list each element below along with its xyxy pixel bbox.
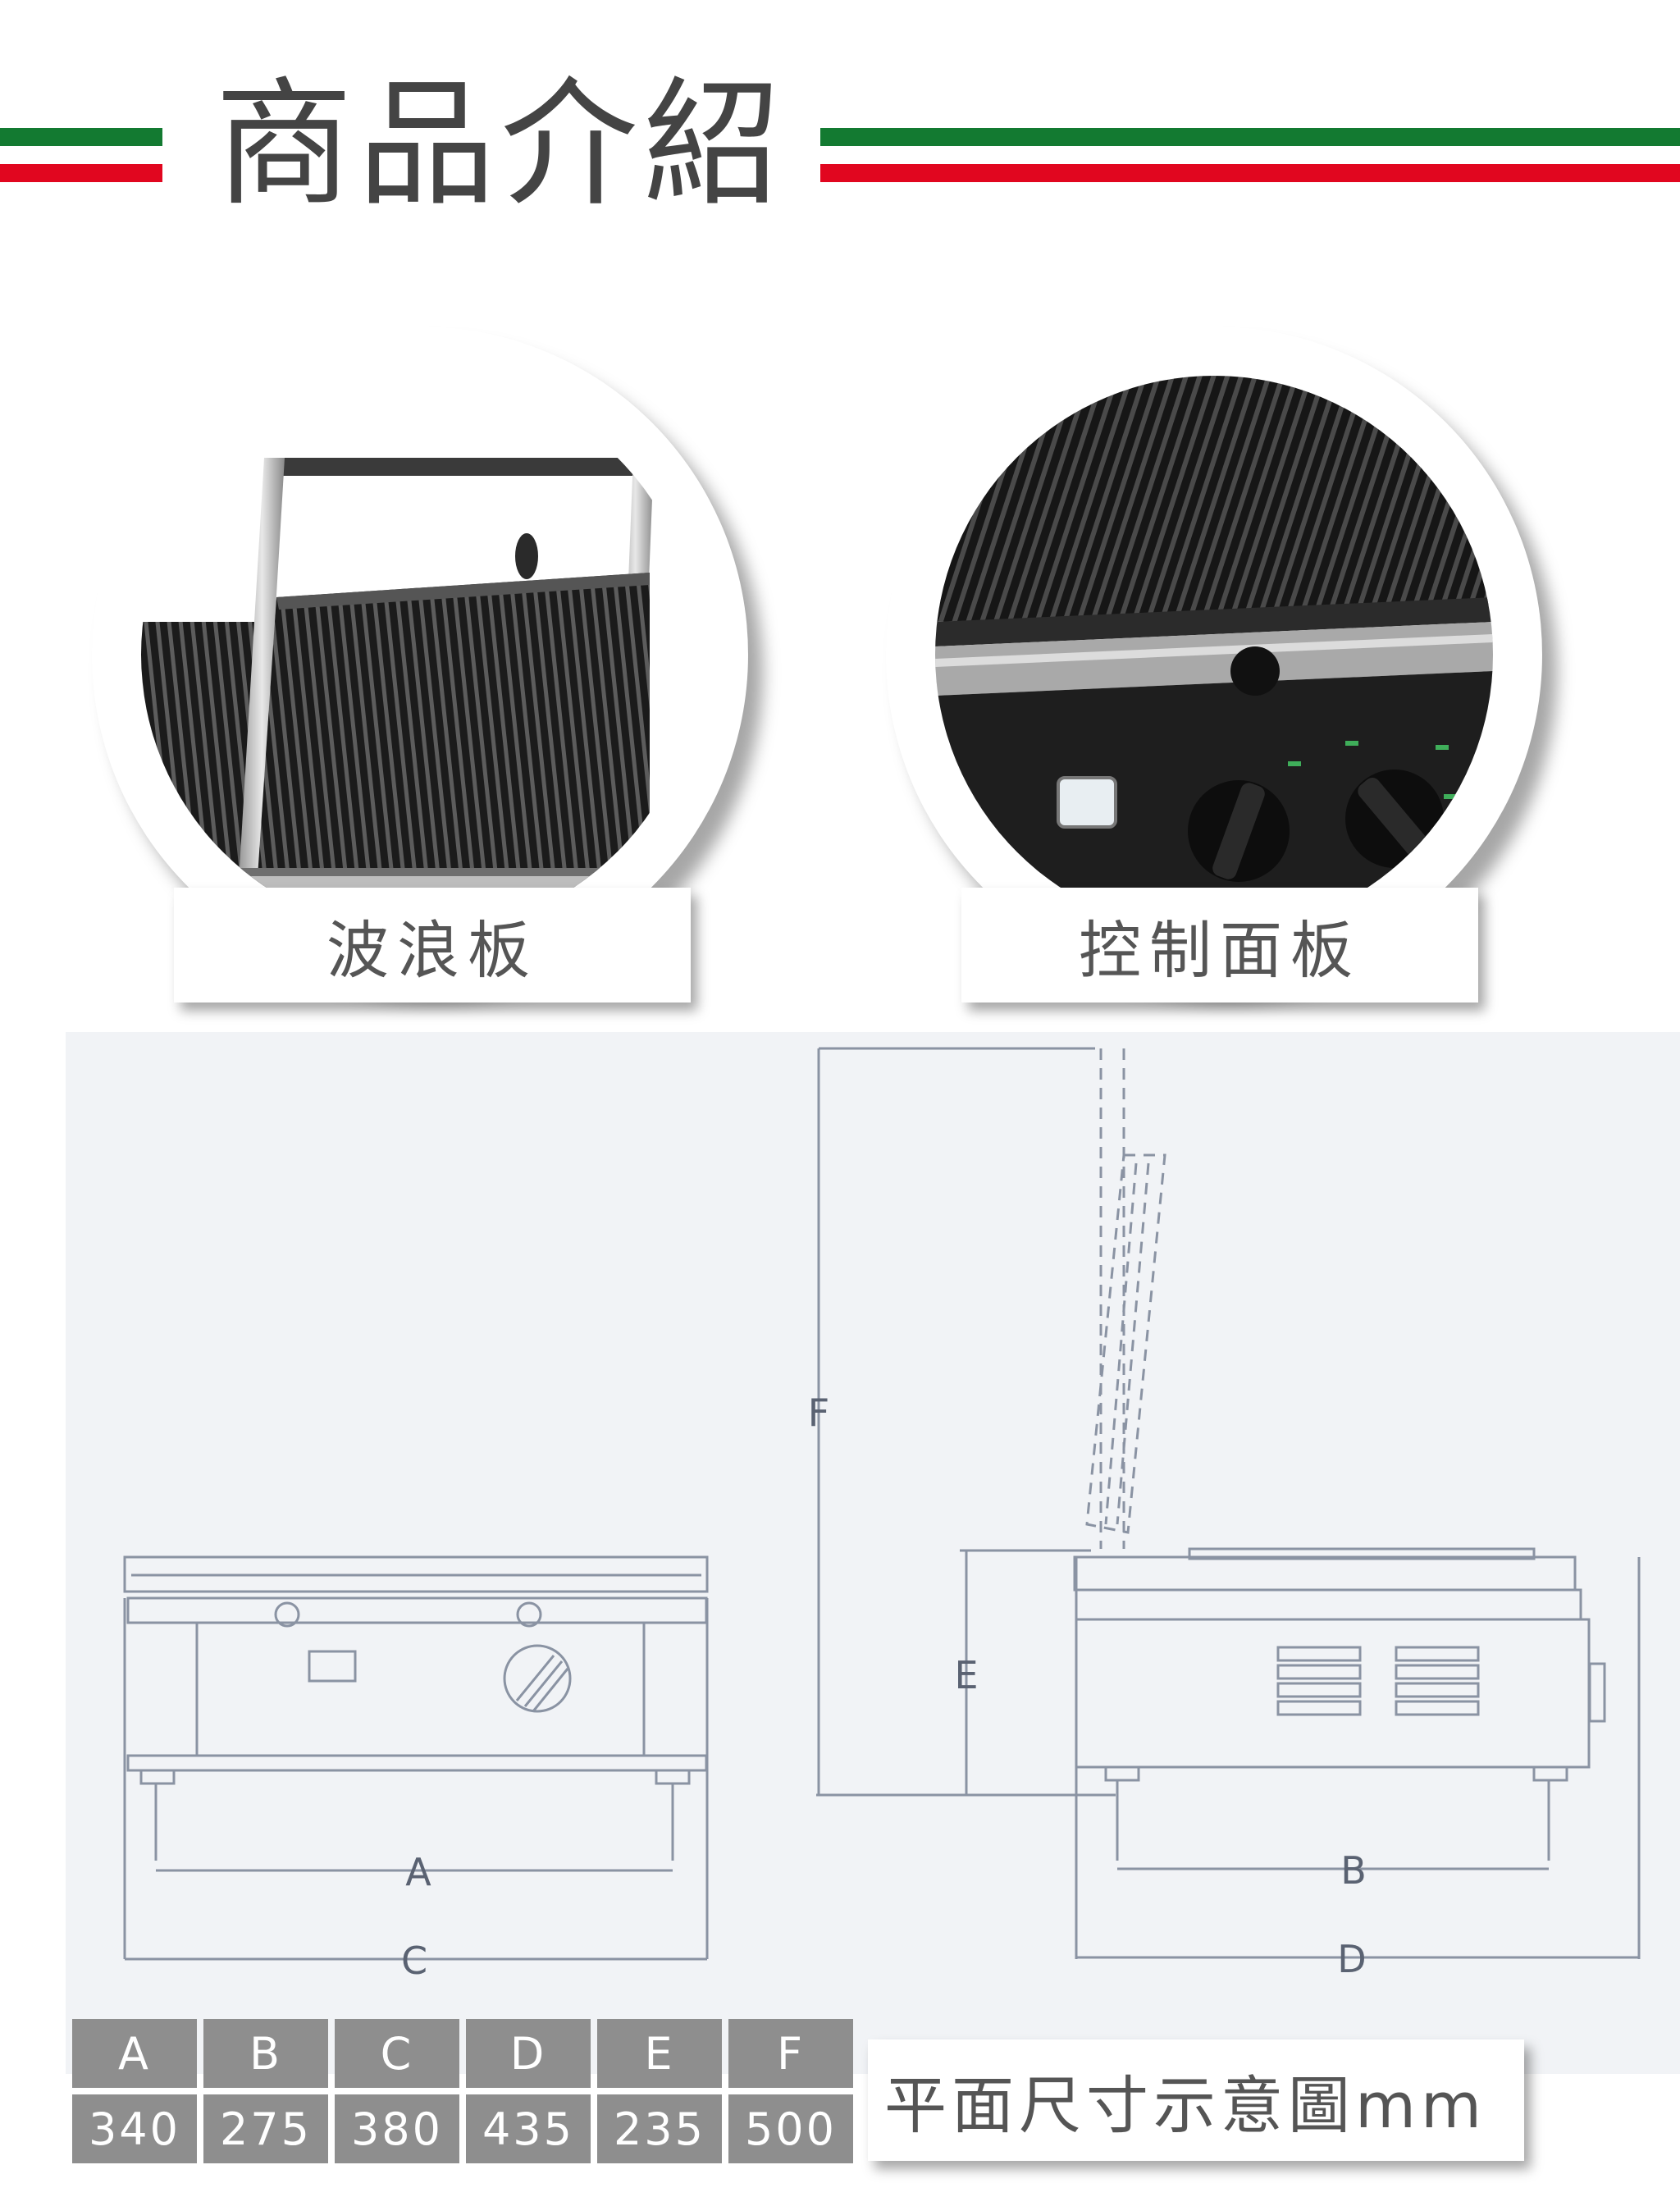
table-header-cell: C	[335, 2019, 459, 2088]
ribbed-grill-plate-photo	[141, 376, 699, 934]
header-stripe-green-left	[0, 128, 162, 146]
table-value-cell: 435	[466, 2094, 591, 2163]
label-a: A	[405, 1850, 431, 1894]
header-stripe-red-left	[0, 164, 162, 182]
dimension-caption: 平面尺寸示意圖mm	[868, 2039, 1524, 2161]
photo-label-ribbed-plate: 波浪板	[174, 888, 691, 1003]
table-header-row: A B C D E F	[72, 2019, 853, 2088]
table-value-cell: 500	[728, 2094, 853, 2163]
table-value-cell: 340	[72, 2094, 197, 2163]
table-row: 340 275 380 435 235 500	[72, 2094, 853, 2163]
label-c: C	[401, 1939, 427, 1983]
dimension-drawing: A B C D E F	[66, 1032, 1680, 2074]
table-header-cell: F	[728, 2019, 853, 2088]
dimensions-table: A B C D E F 340 275 380 435 235 500	[66, 2012, 860, 2170]
label-b: B	[1340, 1848, 1367, 1893]
photo-circle-ribbed-plate	[92, 327, 748, 983]
table-header-cell: A	[72, 2019, 197, 2088]
table-header-cell: D	[466, 2019, 591, 2088]
header-stripe-red-right	[820, 164, 1680, 182]
table-header-cell: B	[203, 2019, 328, 2088]
table-value-cell: 380	[335, 2094, 459, 2163]
page-title: 商品介紹	[215, 64, 786, 225]
table-header-cell: E	[597, 2019, 722, 2088]
table-value-cell: 275	[203, 2094, 328, 2163]
header-stripe-green-right	[820, 128, 1680, 146]
control-panel-photo	[935, 376, 1493, 934]
photo-label-control-panel: 控制面板	[961, 888, 1478, 1003]
photo-circle-control-panel	[886, 327, 1542, 983]
table-value-cell: 235	[597, 2094, 722, 2163]
label-f: F	[808, 1391, 829, 1435]
label-d: D	[1337, 1937, 1366, 1981]
label-e: E	[954, 1653, 978, 1697]
